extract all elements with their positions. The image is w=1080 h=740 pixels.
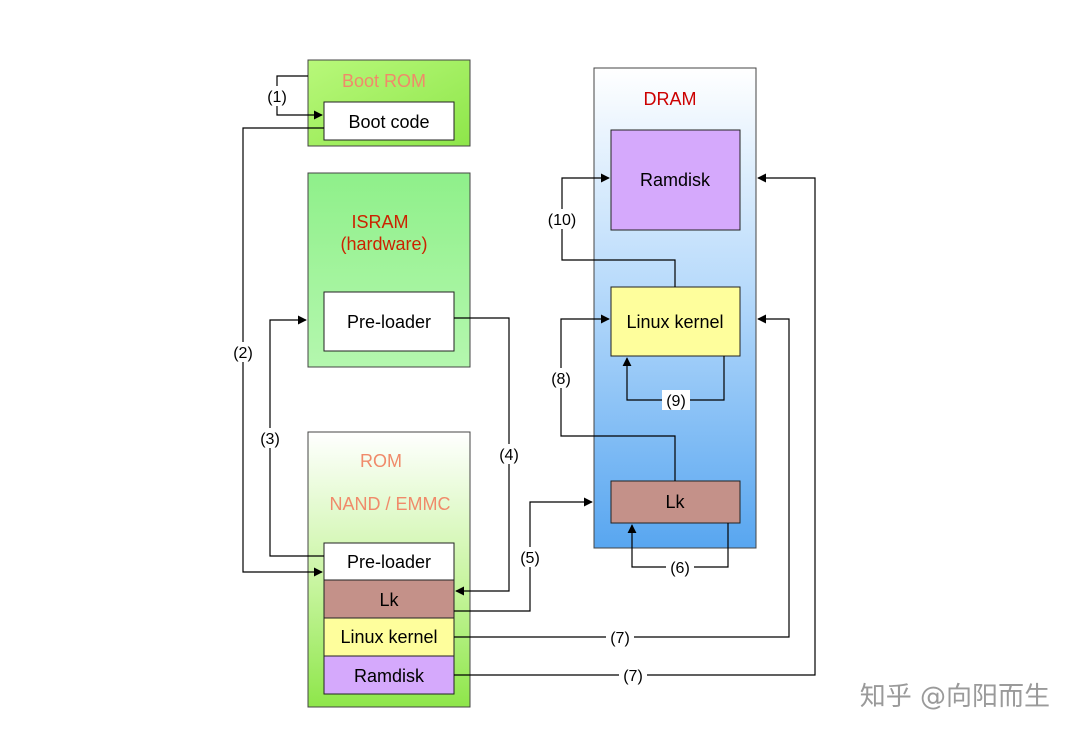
boot-rom-title: Boot ROM: [342, 71, 426, 91]
dram-title: DRAM: [644, 89, 697, 109]
step-label-3: (3): [260, 431, 280, 448]
isram-title: ISRAM: [351, 212, 408, 232]
dram-linux-kernel-box: Linux kernel: [610, 286, 741, 357]
dram-ramdisk-box: Ramdisk: [610, 129, 741, 231]
arrow-step-8: [560, 314, 676, 481]
isram-preloader-label: Pre-loader: [347, 312, 431, 332]
step-label-7-kernel: (7): [610, 630, 630, 647]
step-label-2: (2): [233, 345, 253, 362]
step-label-6: (6): [670, 560, 690, 577]
step-label-10: (10): [548, 212, 576, 229]
rom-preloader-label: Pre-loader: [347, 552, 431, 572]
rom-title: ROM: [360, 451, 402, 471]
isram-preloader-box: Pre-loader: [323, 291, 455, 352]
rom-lk-label: Lk: [379, 590, 399, 610]
boot-code-label: Boot code: [348, 112, 429, 132]
step-labels: (1) (2) (3) (4) (5) (6) (7) (7) (8) (9) …: [229, 86, 694, 685]
step-label-8: (8): [551, 371, 571, 388]
watermark: 知乎 @向阳而生: [860, 682, 1050, 712]
arrow-step-10: [561, 173, 676, 287]
dram-lk-box: Lk: [610, 480, 741, 524]
step-label-5: (5): [520, 550, 540, 567]
rom-preloader-box: Pre-loader: [323, 542, 455, 581]
rom-linux-kernel-box: Linux kernel: [323, 617, 455, 657]
dram-ramdisk-label: Ramdisk: [640, 170, 711, 190]
dram-lk-label: Lk: [665, 492, 685, 512]
step-label-4: (4): [499, 447, 519, 464]
step-label-9: (9): [666, 393, 686, 410]
rom-linux-kernel-label: Linux kernel: [340, 627, 437, 647]
rom-lk-box: Lk: [323, 579, 455, 619]
step-label-1: (1): [267, 89, 287, 106]
rom-subtitle: NAND / EMMC: [330, 494, 451, 514]
rom-ramdisk-box: Ramdisk: [323, 655, 455, 695]
rom-ramdisk-label: Ramdisk: [354, 666, 425, 686]
dram-linux-kernel-label: Linux kernel: [626, 312, 723, 332]
boot-code-box: Boot code: [323, 101, 455, 141]
isram-subtitle: (hardware): [340, 234, 427, 254]
step-label-7-ramdisk: (7): [623, 668, 643, 685]
